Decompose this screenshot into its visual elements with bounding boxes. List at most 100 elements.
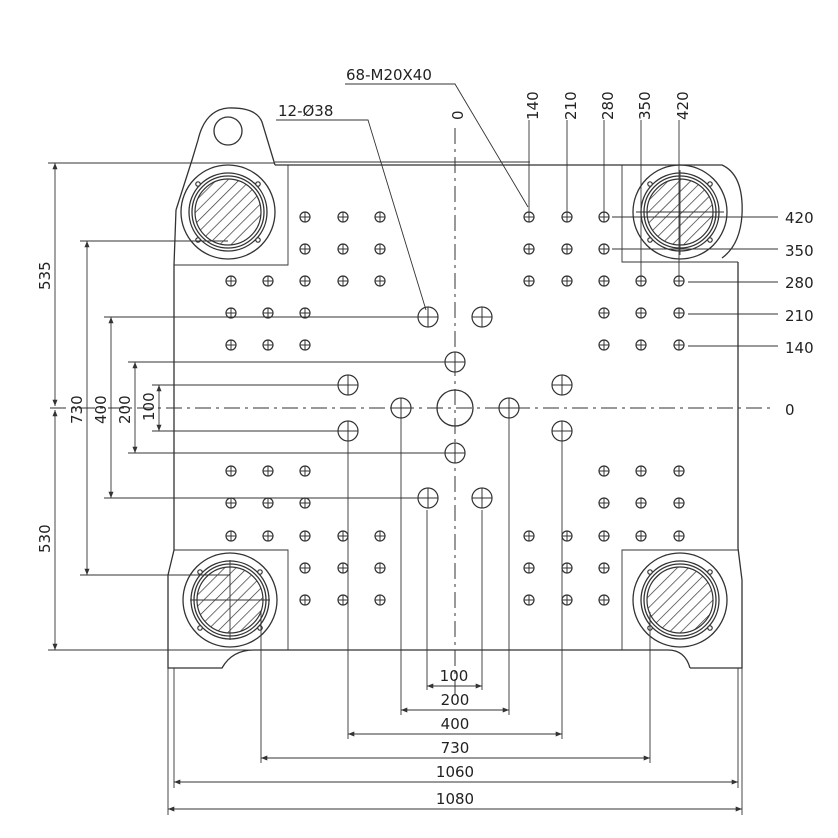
tie-bar-bottom-right bbox=[632, 552, 728, 648]
tapped-hole bbox=[262, 465, 274, 477]
tapped-hole bbox=[337, 243, 349, 255]
dim-400-vertical: 400 bbox=[92, 395, 110, 424]
tapped-hole bbox=[635, 497, 647, 509]
right-labels: 420 350 280 210 140 0 bbox=[785, 209, 814, 419]
tapped-hole bbox=[598, 339, 610, 351]
through-hole bbox=[444, 442, 466, 464]
tapped-hole bbox=[598, 530, 610, 542]
right-label-280: 280 bbox=[785, 274, 814, 292]
right-label-420: 420 bbox=[785, 209, 814, 227]
tapped-hole bbox=[374, 562, 386, 574]
top-label-350: 350 bbox=[636, 91, 654, 120]
dim-200-vertical: 200 bbox=[116, 395, 134, 424]
through-hole bbox=[498, 397, 520, 419]
dim-730-horizontal: 730 bbox=[441, 739, 470, 757]
dim-200-horizontal: 200 bbox=[441, 691, 470, 709]
through-hole-note: 12-Ø38 bbox=[278, 102, 333, 120]
platen-outline bbox=[167, 107, 743, 669]
tapped-hole bbox=[598, 275, 610, 287]
tapped-hole bbox=[225, 307, 237, 319]
right-label-350: 350 bbox=[785, 242, 814, 260]
through-hole bbox=[471, 306, 493, 328]
tapped-hole bbox=[299, 465, 311, 477]
tapped-hole bbox=[673, 339, 685, 351]
tapped-hole bbox=[561, 530, 573, 542]
tapped-hole-note: 68-M20X40 bbox=[346, 66, 432, 84]
through-hole bbox=[471, 487, 493, 509]
through-hole bbox=[444, 351, 466, 373]
top-reference-lines bbox=[528, 120, 680, 282]
dim-400-horizontal: 400 bbox=[441, 715, 470, 733]
right-label-140: 140 bbox=[785, 339, 814, 357]
tapped-hole bbox=[337, 594, 349, 606]
tapped-hole bbox=[598, 243, 610, 255]
tapped-hole bbox=[561, 594, 573, 606]
tapped-hole bbox=[299, 243, 311, 255]
through-hole bbox=[337, 420, 359, 442]
tapped-hole bbox=[523, 275, 535, 287]
tapped-hole bbox=[635, 465, 647, 477]
tapped-hole bbox=[374, 275, 386, 287]
top-label-210: 210 bbox=[562, 91, 580, 120]
bottom-dimensions: 100 200 400 730 1060 1080 bbox=[167, 418, 743, 815]
through-hole bbox=[417, 487, 439, 509]
tapped-hole-pattern bbox=[225, 211, 685, 606]
tapped-hole bbox=[598, 307, 610, 319]
through-hole bbox=[390, 397, 412, 419]
tapped-hole bbox=[598, 594, 610, 606]
tapped-hole bbox=[225, 530, 237, 542]
tapped-hole bbox=[598, 465, 610, 477]
tapped-hole bbox=[673, 530, 685, 542]
dim-530: 530 bbox=[36, 524, 54, 553]
tapped-hole bbox=[523, 243, 535, 255]
tapped-hole bbox=[299, 339, 311, 351]
tapped-hole bbox=[598, 497, 610, 509]
tapped-hole bbox=[673, 307, 685, 319]
left-dimensions: 535 530 730 400 200 100 bbox=[36, 162, 445, 651]
tapped-hole bbox=[374, 243, 386, 255]
tapped-hole bbox=[635, 339, 647, 351]
tapped-hole bbox=[225, 275, 237, 287]
callout-through-holes: 12-Ø38 bbox=[276, 102, 427, 311]
top-label-420: 420 bbox=[674, 91, 692, 120]
dim-100-vertical: 100 bbox=[140, 392, 158, 421]
tapped-hole bbox=[299, 275, 311, 287]
tapped-hole bbox=[523, 530, 535, 542]
through-hole bbox=[337, 374, 359, 396]
through-hole bbox=[417, 306, 439, 328]
dim-535: 535 bbox=[36, 261, 54, 290]
tapped-hole bbox=[225, 339, 237, 351]
tapped-hole bbox=[262, 275, 274, 287]
tapped-hole bbox=[262, 497, 274, 509]
tapped-hole bbox=[262, 339, 274, 351]
dim-730-vertical: 730 bbox=[68, 395, 86, 424]
tapped-hole bbox=[262, 307, 274, 319]
through-hole bbox=[551, 420, 573, 442]
through-hole bbox=[551, 374, 573, 396]
top-labels: 0 140 210 280 350 420 bbox=[449, 91, 692, 120]
top-label-280: 280 bbox=[599, 91, 617, 120]
tapped-hole bbox=[635, 307, 647, 319]
tapped-hole bbox=[299, 594, 311, 606]
tapped-hole bbox=[561, 275, 573, 287]
tapped-hole bbox=[299, 307, 311, 319]
tapped-hole bbox=[561, 243, 573, 255]
tie-bar-top-left bbox=[180, 164, 276, 260]
tapped-hole bbox=[374, 211, 386, 223]
tapped-hole bbox=[299, 497, 311, 509]
tapped-hole bbox=[262, 530, 274, 542]
right-reference-lines bbox=[612, 216, 778, 347]
tapped-hole bbox=[598, 211, 610, 223]
tapped-hole bbox=[635, 530, 647, 542]
tapped-hole bbox=[299, 530, 311, 542]
tapped-hole bbox=[374, 530, 386, 542]
tapped-hole bbox=[523, 562, 535, 574]
tapped-hole bbox=[337, 530, 349, 542]
tapped-hole bbox=[561, 562, 573, 574]
top-label-140: 140 bbox=[524, 91, 542, 120]
tapped-hole bbox=[337, 275, 349, 287]
top-label-0: 0 bbox=[449, 110, 467, 120]
tapped-hole bbox=[374, 594, 386, 606]
tapped-hole bbox=[299, 211, 311, 223]
